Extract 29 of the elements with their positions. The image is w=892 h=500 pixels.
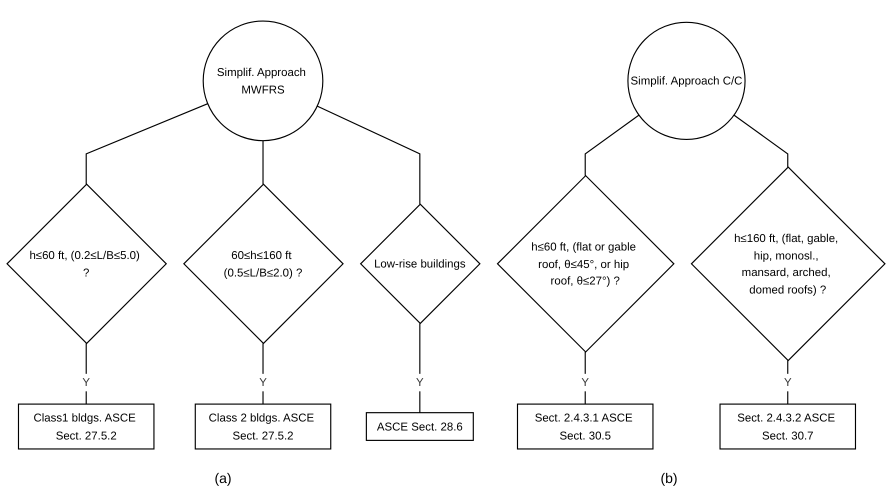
connector	[86, 343, 87, 404]
node-diamond: h≤60 ft, (0.2≤L/B≤5.0) ?	[6, 183, 168, 344]
node-diamond: h≤60 ft, (flat or gable roof, θ≤45°, or hip roof, θ≤27°) ?	[496, 174, 675, 353]
connector	[262, 343, 264, 404]
connector	[317, 106, 420, 204]
node-diamond: Low-rise buildings	[360, 203, 481, 324]
node-diamond: h≤160 ft, (flat, gable, hip, monosl., mansard, arched, domed roofs) ?	[690, 166, 886, 362]
panel-label: (a)	[214, 470, 232, 486]
edge-label: Y	[784, 376, 792, 389]
node-box: ASCE Sect. 28.6	[366, 412, 474, 441]
node-box: Class1 bldgs. ASCE Sect. 27.5.2	[18, 404, 155, 450]
panel-label: (b)	[660, 470, 678, 486]
connector	[86, 103, 208, 184]
node-circle: Simplif. Approach C/C	[627, 22, 746, 140]
edge-label: Y	[416, 376, 424, 389]
connector	[584, 114, 640, 176]
edge-label: Y	[581, 376, 590, 389]
connector	[262, 140, 264, 184]
connector	[419, 323, 420, 413]
node-box: Sect. 2.4.3.1 ASCE Sect. 30.5	[516, 404, 654, 450]
node-box: Class 2 bldgs. ASCE Sect. 27.5.2	[194, 404, 332, 450]
edge-label: Y	[82, 376, 90, 389]
connector	[734, 114, 788, 168]
edge-label: Y	[259, 376, 267, 389]
node-circle: Simplif. Approach MWFRS	[202, 20, 324, 142]
connector	[584, 352, 586, 404]
node-diamond: 60≤h≤160 ft (0.5≤L/B≤2.0) ?	[183, 183, 344, 344]
connector	[787, 360, 788, 404]
node-box: Sect. 2.4.3.2 ASCE Sect. 30.7	[719, 404, 856, 450]
